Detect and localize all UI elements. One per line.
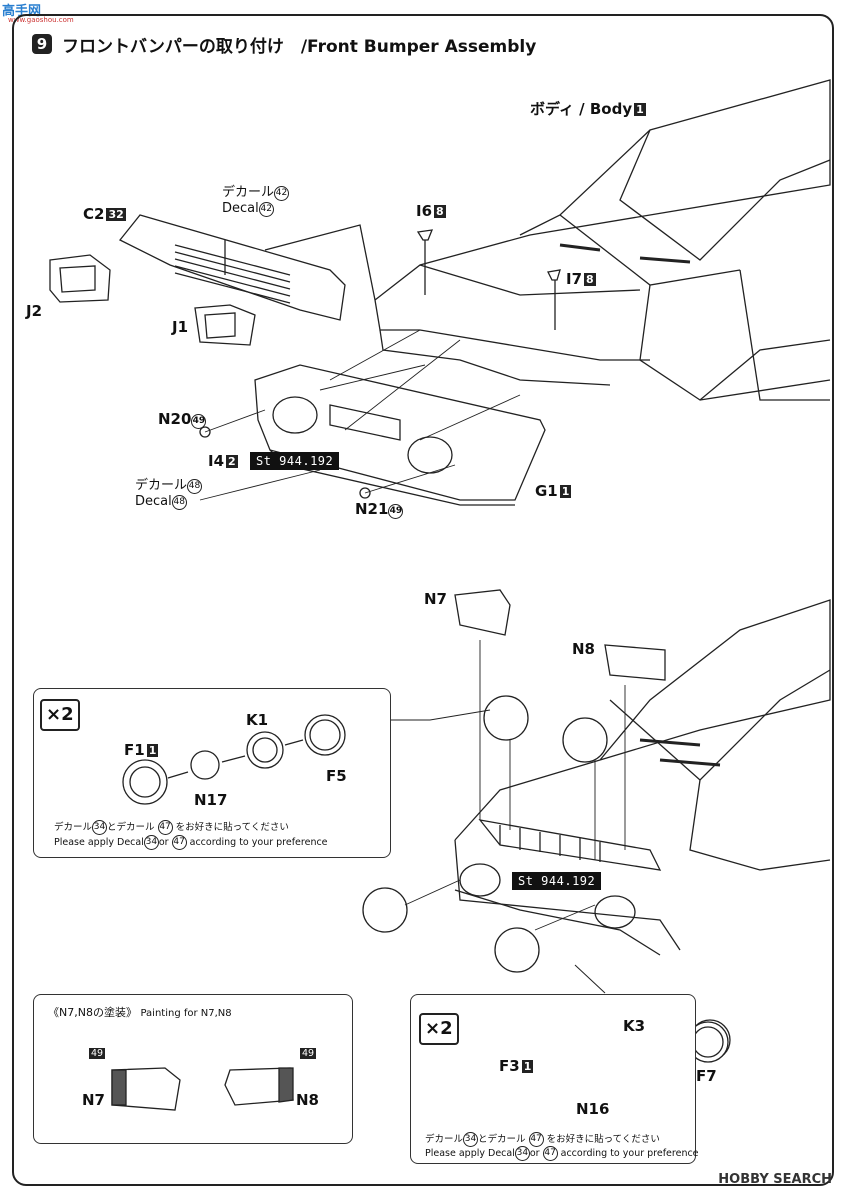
- n20-clip-drawing: [199, 426, 211, 438]
- times-two-badge-right: ×2: [419, 1013, 459, 1045]
- painting-inset-panel: 《N7,N8の塗装》 Painting for N7,N8 N7 N8 49 4…: [33, 994, 353, 1144]
- label-f5: F5: [326, 767, 347, 785]
- painting-color-n8: 49: [300, 1048, 317, 1059]
- license-plate-i4: St 944.192: [250, 452, 340, 470]
- label-f7: F7: [696, 1067, 717, 1085]
- times-two-badge-left: ×2: [40, 699, 80, 731]
- label-j1: J1: [172, 318, 189, 336]
- label-k3: K3: [623, 1017, 646, 1035]
- n7-cover-drawing: [454, 589, 511, 636]
- label-n16: N16: [576, 1100, 610, 1118]
- footer-logo: HOBBY SEARCH: [718, 1172, 832, 1187]
- label-n21: N2149: [355, 500, 404, 519]
- label-n7: N7: [424, 590, 447, 608]
- fog-lights-lower-drawing: [362, 695, 608, 973]
- n8-cover-drawing: [604, 644, 666, 681]
- label-j2: J2: [26, 302, 43, 320]
- pin-i7-drawing: [547, 269, 561, 330]
- n21-clip-drawing: [359, 487, 371, 499]
- painting-color-n7: 49: [89, 1048, 106, 1059]
- page-frame: [12, 14, 834, 1186]
- page-title: フロントバンパーの取り付け /Front Bumper Assembly: [62, 37, 537, 57]
- label-n8: N8: [572, 640, 595, 658]
- painting-title: 《N7,N8の塗装》 Painting for N7,N8: [48, 1006, 232, 1019]
- j1-light-drawing: [194, 304, 256, 346]
- watermark-url: www.gaoshou.com: [8, 16, 74, 24]
- step-number-badge: 9: [32, 34, 52, 54]
- j2-light-drawing: [49, 254, 111, 303]
- car-body-lower-drawing: [454, 599, 831, 956]
- label-k1: K1: [246, 711, 269, 729]
- painting-label-n8: N8: [296, 1091, 319, 1109]
- label-n20: N2049: [158, 410, 207, 429]
- label-n17: N17: [194, 791, 228, 809]
- painting-label-n7: N7: [82, 1091, 105, 1109]
- car-body-upper-drawing: [264, 79, 831, 401]
- grille-c2-drawing: [118, 214, 346, 321]
- bumper-g1-drawing: [254, 364, 546, 506]
- license-plate-lower: St 944.192: [512, 872, 602, 890]
- pin-i6-drawing: [416, 229, 434, 295]
